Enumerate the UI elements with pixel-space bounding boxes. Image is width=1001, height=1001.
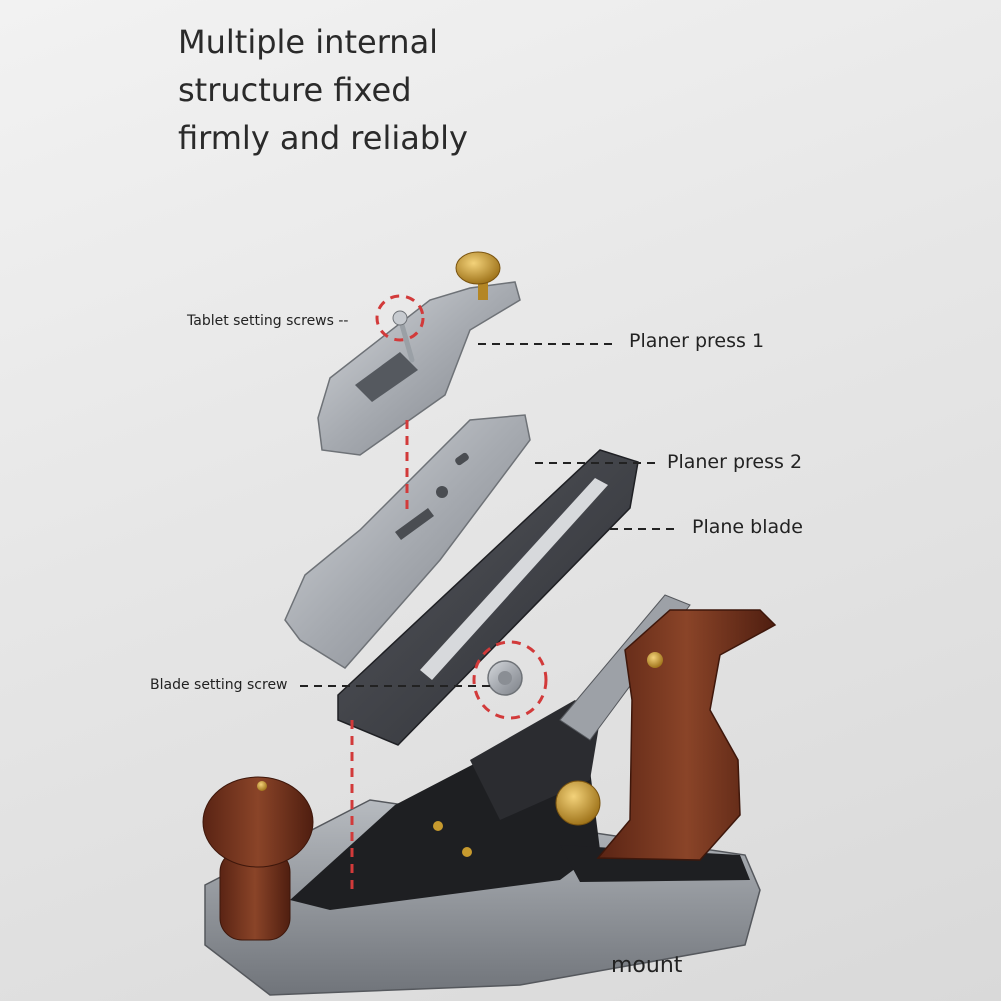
- label-blade-setting-screw: Blade setting screw: [150, 677, 288, 693]
- front-knob-part: [202, 776, 314, 941]
- label-plane-blade: Plane blade: [692, 516, 803, 538]
- plane-body-part: [204, 594, 761, 996]
- alignment-guides: [350, 294, 548, 895]
- planer-press-1-part: [317, 251, 521, 456]
- label-mount: mount: [611, 953, 683, 978]
- label-planer-press-1: Planer press 1: [629, 330, 765, 352]
- planer-press-2-part: [284, 414, 531, 669]
- heading-line-1: Multiple internal: [178, 23, 439, 61]
- blade-setting-screw-part: [487, 660, 523, 696]
- label-tablet-setting-screws: Tablet setting screws --: [187, 313, 349, 329]
- heading-line-3: firmly and reliably: [178, 119, 468, 157]
- rear-handle-part: [596, 609, 777, 861]
- heading-line-2: structure fixed: [178, 71, 412, 109]
- plane-blade-part: [337, 449, 639, 746]
- leader-lines: [300, 343, 680, 687]
- label-planer-press-2: Planer press 2: [667, 451, 803, 473]
- diagram-heading: Multiple internal structure fixed firmly…: [178, 18, 468, 162]
